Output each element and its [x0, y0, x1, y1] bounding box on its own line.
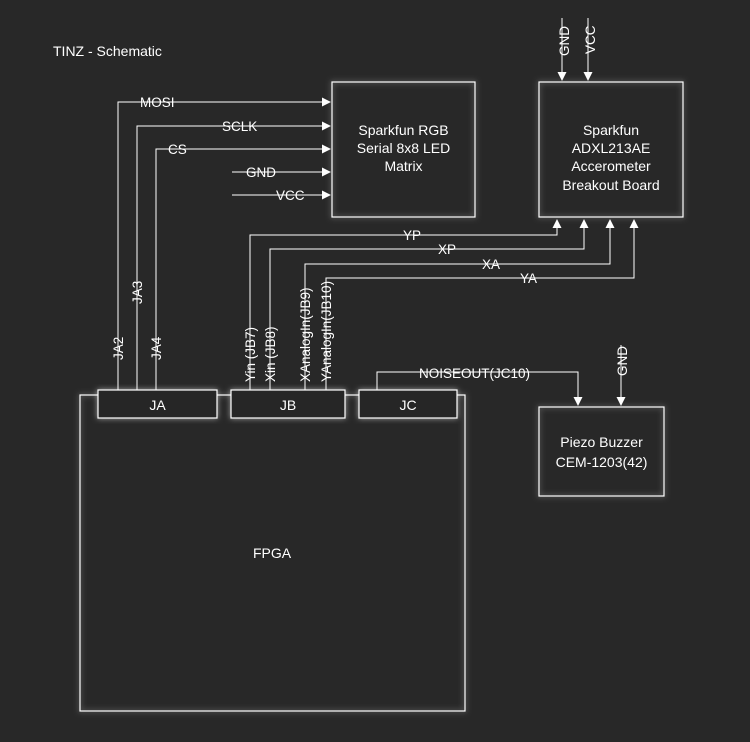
pin-ja3-label: JA3 — [130, 281, 145, 304]
accelerometer-label-line2: ADXL213AE — [572, 140, 651, 156]
fpga-label: FPGA — [253, 545, 292, 561]
wire-ya — [325, 219, 639, 390]
accelerometer-label-line3: Accerometer — [571, 158, 651, 174]
led-matrix-label-line2: Serial 8x8 LED — [357, 140, 450, 156]
wire-xa — [304, 219, 615, 390]
pin-ja4-label: JA4 — [149, 336, 164, 360]
signal-noiseout-label: NOISEOUT(JC10) — [419, 366, 530, 381]
pin-jb9-label: XAnalogIn(JB9) — [298, 287, 313, 382]
pin-ja2-label: JA2 — [111, 337, 126, 360]
buzzer-label-line1: Piezo Buzzer — [560, 434, 643, 450]
signal-sclk-label: SCLK — [222, 119, 257, 134]
port-jb-label: JB — [280, 397, 296, 413]
signal-buzzer-gnd-label: GND — [615, 346, 630, 376]
accelerometer-label-line4: Breakout Board — [562, 177, 659, 193]
pin-jb10-label: YAnalogIn(JB10) — [319, 281, 334, 382]
led-matrix-label-line3: Matrix — [384, 158, 422, 174]
signal-ya-label: YA — [520, 271, 537, 286]
accelerometer-label-line1: Sparkfun — [583, 122, 639, 138]
port-jb: JB — [230, 389, 346, 419]
signal-led-vcc-label: VCC — [276, 188, 305, 203]
signal-led-gnd-label: GND — [246, 165, 276, 180]
buzzer-block: Piezo Buzzer CEM-1203(42) — [538, 406, 665, 497]
port-ja-label: JA — [149, 397, 166, 413]
diagram-title: TINZ - Schematic — [53, 43, 162, 59]
port-jc-label: JC — [399, 397, 416, 413]
wire-xp — [269, 219, 589, 390]
signal-mosi-label: MOSI — [140, 95, 175, 110]
signal-xp-label: XP — [438, 242, 456, 257]
wire-sclk — [136, 121, 331, 390]
wire-noiseout — [376, 371, 583, 406]
wire-mosi — [117, 97, 331, 390]
wire-yp — [249, 219, 562, 390]
accelerometer-block: Sparkfun ADXL213AE Accerometer Breakout … — [538, 81, 684, 218]
wire-cs — [155, 144, 331, 390]
pin-jb7-label: Yin (JB7) — [243, 327, 258, 382]
signal-acc-gnd-label: GND — [557, 26, 572, 56]
fpga-block: FPGA — [79, 394, 466, 712]
buzzer-label-line2: CEM-1203(42) — [556, 454, 648, 470]
led-matrix-label-line1: Sparkfun RGB — [358, 122, 448, 138]
signal-cs-label: CS — [168, 142, 187, 157]
port-ja: JA — [97, 389, 218, 419]
signal-yp-label: YP — [403, 228, 421, 243]
signal-acc-vcc-label: VCC — [583, 25, 598, 54]
led-matrix-block: Sparkfun RGB Serial 8x8 LED Matrix — [331, 81, 476, 218]
signal-xa-label: XA — [482, 257, 500, 272]
port-jc: JC — [358, 389, 458, 419]
pin-jb8-label: Xin (JB8) — [263, 326, 278, 382]
